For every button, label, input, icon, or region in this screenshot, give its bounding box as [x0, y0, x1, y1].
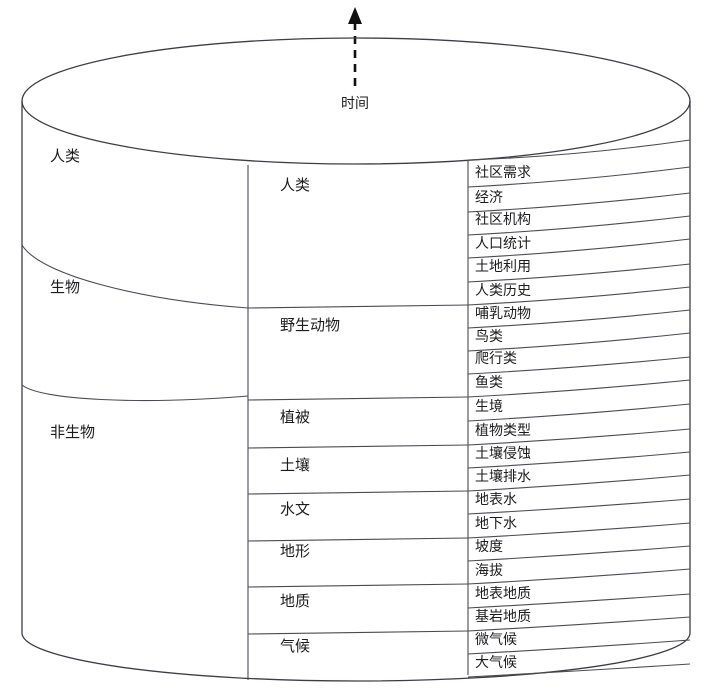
group-label-bio: 生物 — [50, 278, 80, 296]
category-boundary — [247, 444, 469, 449]
group-boundary-bio-abio — [21, 384, 249, 402]
layer-label: 海拔 — [475, 563, 503, 579]
category-boundary — [247, 630, 469, 635]
layer-boundary — [467, 166, 691, 188]
layer-boundary — [467, 616, 691, 632]
layer-boundary — [467, 545, 691, 562]
layer-boundary — [467, 403, 691, 422]
layer-boundary — [467, 663, 691, 678]
layer-label: 鱼类 — [475, 374, 503, 391]
category-label: 野生动物 — [280, 316, 340, 334]
layer-label: 地表地质 — [475, 586, 531, 602]
layer-label: 基岩地质 — [475, 608, 531, 625]
layer-boundary — [467, 428, 691, 446]
layer-boundary — [467, 286, 691, 306]
layer-boundary — [467, 192, 691, 213]
group-label-abio: 非生物 — [50, 423, 95, 441]
layer-boundary — [467, 238, 691, 259]
layer-boundaries — [467, 139, 691, 678]
layer-boundary — [467, 139, 691, 161]
layer-label: 鸟类 — [475, 329, 503, 345]
layer-label: 社区需求 — [475, 165, 531, 181]
time-arrow — [348, 7, 362, 86]
cylinder-bottom — [21, 632, 691, 682]
layer-label: 坡度 — [475, 539, 503, 555]
layer-label: 植物类型 — [475, 423, 531, 439]
category-boundary — [247, 490, 469, 495]
layer-label: 土壤侵蚀 — [475, 445, 531, 462]
layer-label: 爬行类 — [475, 351, 517, 367]
layer-boundary — [467, 639, 691, 655]
layer-label: 社区机构 — [475, 212, 531, 228]
category-boundary — [247, 304, 469, 309]
layer-boundary — [467, 263, 691, 283]
category-label: 地形 — [280, 542, 310, 560]
layer-boundary — [467, 356, 691, 375]
layer-label: 经济 — [475, 190, 503, 206]
layer-label: 土壤排水 — [475, 468, 531, 485]
category-label: 土壤 — [280, 456, 310, 474]
layer-label: 地表水 — [475, 492, 517, 508]
category-boundary — [247, 583, 469, 588]
layer-labels: 社区需求 经济 社区机构 人口统计 土地利用 人类历史 哺乳动物 鸟类 爬行类 … — [475, 165, 531, 671]
category-boundary — [247, 537, 469, 542]
category-label: 地质 — [280, 592, 310, 610]
layer-boundary — [467, 522, 691, 539]
layer-label: 人类历史 — [475, 283, 531, 299]
layer-boundary — [467, 332, 691, 352]
layer-boundary — [467, 498, 691, 515]
category-label: 植被 — [280, 408, 310, 426]
layer-label: 大气候 — [475, 655, 517, 671]
layer-label: 土地利用 — [475, 259, 531, 275]
layer-boundary — [467, 474, 691, 492]
layer-label: 生境 — [475, 399, 503, 415]
layer-boundary — [467, 379, 691, 398]
layer-label: 人口统计 — [475, 236, 531, 252]
category-label: 气候 — [280, 637, 310, 655]
layer-boundary — [467, 309, 691, 329]
layer-label: 地下水 — [475, 516, 517, 532]
category-boundary — [247, 396, 469, 401]
layer-boundary — [467, 215, 691, 236]
layer-boundary — [467, 568, 691, 585]
layer-label: 微气候 — [475, 632, 517, 648]
group-boundary-human-bio — [21, 244, 249, 309]
time-label: 时间 — [341, 96, 369, 112]
layer-boundary — [467, 451, 691, 469]
time-arrow-head — [348, 7, 362, 24]
layer-boundary — [467, 593, 691, 609]
category-label: 水文 — [280, 500, 310, 518]
group-label-human: 人类 — [50, 147, 80, 165]
category-boundaries — [247, 304, 469, 635]
layer-label: 哺乳动物 — [475, 306, 531, 322]
category-label: 人类 — [280, 176, 310, 194]
